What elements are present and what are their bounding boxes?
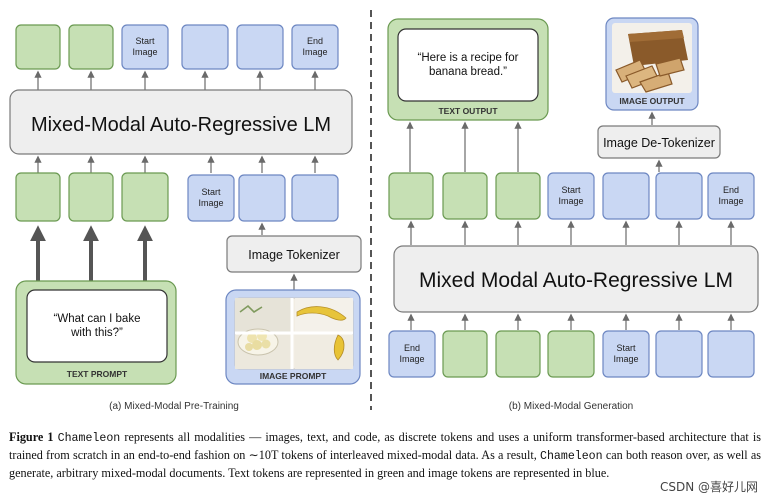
lm-label-right: Mixed Modal Auto-Regressive LM: [419, 269, 733, 292]
image-token-start: [121, 24, 169, 70]
text-token: [442, 330, 488, 378]
subcaption-right: (b) Mixed-Modal Generation: [509, 401, 634, 412]
image-token-end: [291, 24, 339, 70]
text-prompt-bubble: [26, 289, 168, 363]
image-tokenizer: [226, 235, 362, 273]
text-token: [121, 172, 169, 222]
subcaption-left: (a) Mixed-Modal Pre-Training: [109, 401, 239, 412]
model-name-2: Chameleon: [539, 450, 603, 463]
image-token: [707, 330, 755, 378]
image-token: [655, 172, 703, 220]
image-token: [181, 24, 229, 70]
text-token: [495, 330, 541, 378]
image-token: [238, 174, 286, 222]
image-tokenizer-label: Image Tokenizer: [248, 248, 340, 262]
caption-text-2: can both reason over, as well as generat…: [9, 448, 761, 480]
image-token: [291, 174, 339, 222]
text-token: [68, 172, 114, 222]
image-token: [655, 330, 703, 378]
image-token: [602, 172, 650, 220]
model-name: Chameleon: [57, 432, 121, 445]
csdn-watermark: CSDN @喜好儿网: [656, 477, 761, 496]
image-token: [236, 24, 284, 70]
image-token-start: [547, 172, 595, 220]
text-output-bubble: [397, 28, 539, 102]
text-token: [68, 24, 114, 70]
image-output-label: IMAGE OUTPUT: [619, 96, 685, 106]
image-token-start: [602, 330, 650, 378]
lm-label-left: Mixed-Modal Auto-Regressive LM: [31, 114, 331, 136]
image-detokenizer: [597, 125, 721, 159]
text-token: [15, 172, 61, 222]
image-token-start: [187, 174, 235, 222]
banana-photo: [234, 297, 354, 370]
text-token: [388, 172, 434, 220]
text-token: [547, 330, 595, 378]
image-token-end: [388, 330, 436, 378]
text-token: [495, 172, 541, 220]
banana-bread-photo: [612, 23, 692, 93]
text-prompt-label: TEXT PROMPT: [67, 369, 128, 379]
image-detokenizer-label: Image De-Tokenizer: [603, 136, 715, 150]
image-prompt-label: IMAGE PROMPT: [260, 371, 327, 381]
text-token: [442, 172, 488, 220]
text-output-label: TEXT OUTPUT: [438, 106, 498, 116]
image-token-end: [707, 172, 755, 220]
lm-block-left: [9, 89, 353, 155]
figure-caption: Figure 1 Chameleon represents all modali…: [9, 429, 761, 481]
lm-block-right: [393, 245, 759, 313]
figure-label: Figure 1: [9, 430, 54, 444]
text-token: [15, 24, 61, 70]
caption-text-1: represents all modalities — images, text…: [9, 430, 761, 462]
